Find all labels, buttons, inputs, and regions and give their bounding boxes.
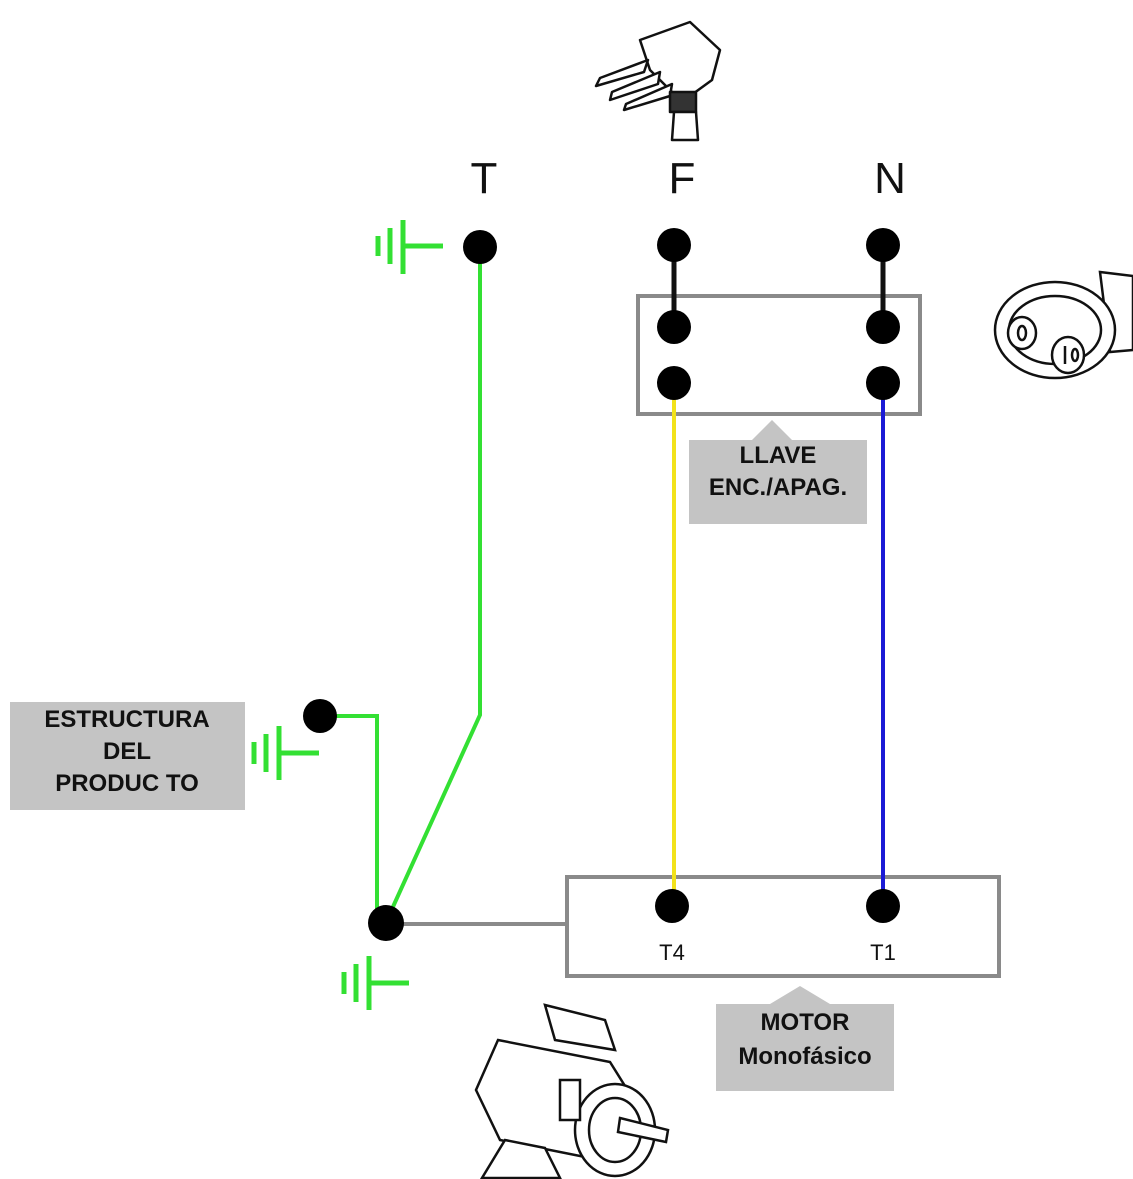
motor-callout-line1: MOTOR <box>761 1009 850 1036</box>
switch-in-n-node <box>866 310 900 344</box>
switch-in-f-node <box>657 310 691 344</box>
motor-icon <box>474 1003 670 1179</box>
ground-symbol-icon <box>375 220 443 274</box>
switch-callout: LLAVE ENC./APAG. <box>689 420 867 524</box>
terminal-label-t: T <box>471 154 498 203</box>
switch-box <box>636 294 922 416</box>
switch-icon <box>993 270 1133 380</box>
terminal-label-n: N <box>874 154 906 203</box>
motor-terminal-label-t1: T1 <box>870 940 896 965</box>
switch-out-n-node <box>866 366 900 400</box>
motor-callout: MOTOR Monofásico <box>716 986 894 1091</box>
motor-t4-node <box>655 889 689 923</box>
structure-callout-line2: DEL <box>103 738 151 765</box>
ground-wire-structure <box>320 714 379 920</box>
motor-box <box>565 875 1001 978</box>
structure-callout-line3: PRODUC TO <box>55 770 199 797</box>
structure-callout-line1: ESTRUCTURA <box>44 706 209 733</box>
switch-callout-line1: LLAVE <box>740 442 817 469</box>
motor-callout-line2: Monofásico <box>738 1043 871 1070</box>
switch-callout-line2: ENC./APAG. <box>709 474 847 501</box>
terminal-f-node <box>657 228 691 262</box>
motor-terminal-label-t4: T4 <box>659 940 685 965</box>
ground-symbol-icon <box>341 956 409 1010</box>
ground-symbol-icon <box>251 726 319 780</box>
motor-ground-node <box>368 905 404 941</box>
structure-node <box>303 699 337 733</box>
plug-icon <box>594 20 722 142</box>
switch-out-f-node <box>657 366 691 400</box>
terminal-label-f: F <box>669 154 696 203</box>
motor-t1-node <box>866 889 900 923</box>
terminal-t-node <box>463 230 497 264</box>
ground-wire-main <box>385 247 482 921</box>
structure-callout: ESTRUCTURA DEL PRODUC TO <box>10 702 245 810</box>
terminal-n-node <box>866 228 900 262</box>
